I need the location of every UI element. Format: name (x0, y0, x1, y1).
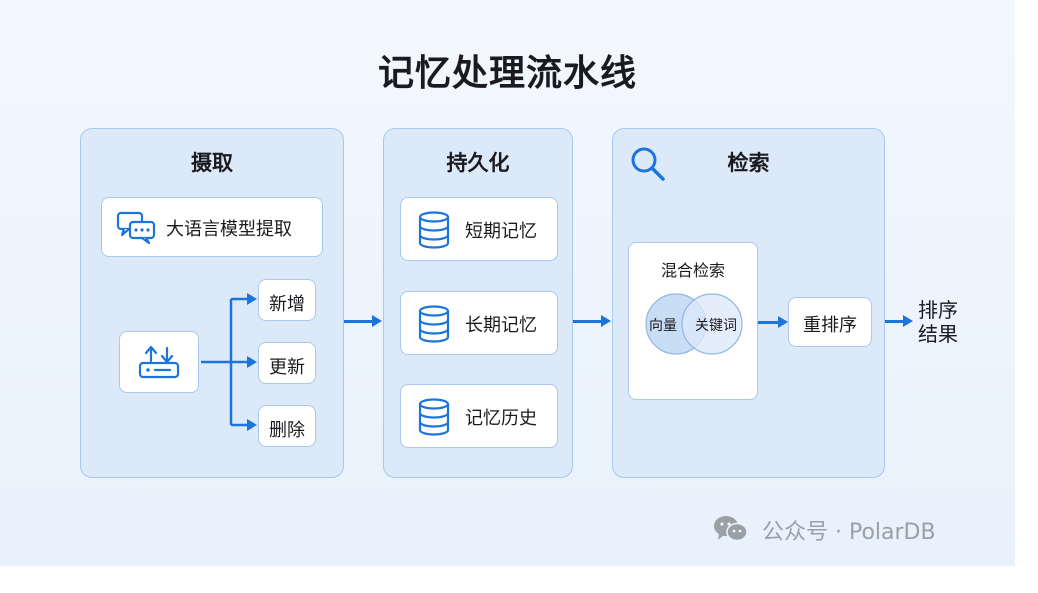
arrow-hybrid-to-rerank (758, 321, 780, 324)
footer-text: 公众号 · PolarDB (762, 520, 936, 545)
stage-extract: 摄取 大语言模型提取 (80, 128, 344, 478)
stage-retrieve-title: 检索 (727, 151, 770, 175)
arrow-persist-to-retrieve-head (601, 315, 611, 327)
arrow-extract-to-persist (344, 320, 374, 323)
action-add: 新增 (258, 279, 316, 321)
keyword-label: 关键词 (695, 318, 737, 334)
llm-extract-card: 大语言模型提取 (101, 197, 323, 257)
action-add-label: 新增 (269, 294, 305, 315)
chat-icon (116, 211, 156, 249)
hybrid-search-label: 混合检索 (660, 261, 725, 280)
hybrid-search-card: 混合检索 向量 关键词 (628, 242, 758, 400)
output-line-2: 结果 (918, 322, 958, 346)
stage-retrieve: 检索 混合检索 向量 关键词 重排序 (612, 128, 885, 478)
diagram-canvas: 记忆处理流水线 摄取 大语言模型提取 (0, 0, 1015, 566)
memory-long-term-label: 长期记忆 (465, 315, 537, 336)
router-card (119, 331, 199, 393)
branch-arrows (201, 293, 257, 431)
stage-persist: 持久化 短期记忆 长期记忆 (383, 128, 573, 478)
arrow-retrieve-to-output-head (903, 315, 913, 327)
action-delete-label: 删除 (269, 420, 305, 441)
database-icon (417, 211, 451, 253)
arrow-retrieve-to-output (885, 320, 905, 323)
search-icon (629, 145, 667, 187)
memory-long-term: 长期记忆 (400, 291, 558, 355)
stage-persist-title: 持久化 (446, 151, 510, 175)
output-line-1: 排序 (918, 298, 958, 322)
memory-history-label: 记忆历史 (465, 408, 537, 429)
router-icon (137, 343, 181, 385)
rerank-card: 重排序 (788, 297, 872, 347)
wechat-icon (713, 515, 749, 549)
memory-short-term: 短期记忆 (400, 197, 558, 261)
arrow-hybrid-to-rerank-head (778, 316, 788, 328)
action-update: 更新 (258, 342, 316, 384)
memory-history: 记忆历史 (400, 384, 558, 448)
arrow-extract-to-persist-head (372, 315, 382, 327)
database-icon (417, 398, 451, 440)
action-delete: 删除 (258, 405, 316, 447)
footer-watermark: 公众号 · PolarDB (713, 514, 936, 549)
action-update-label: 更新 (269, 357, 305, 378)
database-icon (417, 305, 451, 347)
llm-extract-label: 大语言模型提取 (166, 219, 292, 240)
memory-short-term-label: 短期记忆 (465, 221, 537, 242)
stage-extract-title: 摄取 (191, 151, 233, 175)
vector-label: 向量 (649, 318, 677, 334)
venn-diagram (645, 293, 743, 355)
rerank-label: 重排序 (803, 315, 857, 336)
diagram-title: 记忆处理流水线 (377, 53, 637, 94)
arrow-persist-to-retrieve (573, 320, 603, 323)
